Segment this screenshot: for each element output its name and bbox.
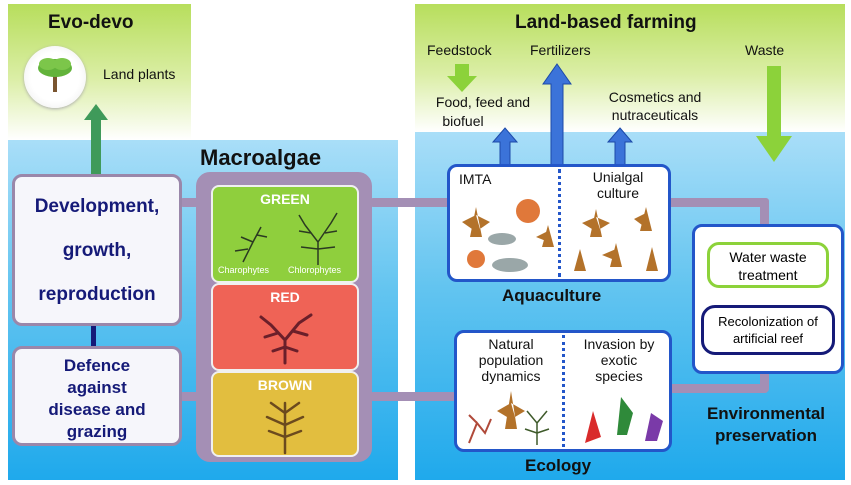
brown-algae-box: BROWN — [211, 371, 359, 457]
environmental-box: Water waste treatment Recolonization of … — [692, 224, 844, 374]
green-seaweed-icon — [234, 212, 338, 265]
chlorophytes-label: Chlorophytes — [288, 265, 342, 275]
tree-icon — [38, 58, 72, 92]
green-label: GREEN — [260, 191, 310, 207]
ecology-title: Ecology — [525, 456, 592, 475]
ecology-box: Natural population dynamics Invasion by … — [454, 330, 672, 452]
natural-line-3: dynamics — [481, 368, 541, 384]
defence-line-3: disease and — [48, 400, 146, 419]
ecology-organisms-icon — [468, 391, 663, 445]
invasion-line-1: Invasion by — [583, 336, 655, 352]
development-box: Development, growth, reproduction — [12, 174, 182, 326]
development-line-3: reproduction — [38, 284, 156, 305]
food-arrow — [491, 127, 519, 167]
environmental-title: Environmental preservation — [680, 403, 851, 447]
evo-devo-arrow — [84, 104, 108, 174]
waste-arrow — [756, 66, 792, 162]
defence-line-2: against — [67, 378, 127, 397]
cosmetics-line-1: Cosmetics and — [608, 89, 702, 105]
feedstock-label: Feedstock — [427, 42, 492, 58]
waste-label: Waste — [745, 42, 785, 58]
defence-box: Defence against disease and grazing — [12, 346, 182, 446]
macroalgae-title: Macroalgae — [200, 145, 322, 170]
green-algae-box: GREEN Charophytes Chlorophytes — [211, 185, 359, 283]
feedstock-arrow — [447, 64, 477, 92]
land-based-farming-title: Land-based farming — [515, 12, 697, 33]
recolonization-line-1: Recolonization of — [718, 314, 818, 329]
invasion-line-2: exotic — [600, 352, 638, 368]
evo-devo-title: Evo-devo — [48, 12, 134, 33]
aquaculture-box: IMTA Unialgal culture — [447, 164, 671, 282]
fertilizers-arrow — [542, 63, 572, 167]
charophytes-label: Charophytes — [218, 265, 270, 275]
red-seaweed-icon — [259, 313, 313, 365]
natural-population-label: Natural population dynamics — [463, 336, 559, 384]
food-line-1: Food, feed and — [435, 94, 531, 110]
food-feed-biofuel-label: Food, feed and biofuel — [418, 93, 548, 131]
red-algae-box: RED — [211, 283, 359, 371]
recolonization-line-2: artificial reef — [732, 331, 804, 346]
connector-aqua-env — [668, 198, 768, 207]
invasion-line-3: species — [595, 368, 643, 384]
connector-def-macro — [180, 392, 200, 401]
connector-green-aquaculture — [370, 198, 450, 207]
unialgal-line-1: Unialgal — [592, 169, 644, 185]
connector-aqua-env-v — [760, 198, 769, 232]
cosmetics-line-2: nutraceuticals — [611, 107, 699, 123]
fertilizers-label: Fertilizers — [530, 42, 591, 58]
invasion-label: Invasion by exotic species — [569, 336, 669, 384]
connector-brown-ecology — [370, 392, 456, 401]
defence-line-4: grazing — [66, 422, 128, 441]
aquaculture-divider — [558, 169, 561, 277]
brown-label: BROWN — [257, 377, 313, 393]
development-line-1: Development, — [34, 196, 160, 217]
water-waste-treatment-box: Water waste treatment — [707, 242, 829, 288]
development-line-2: growth, — [62, 240, 132, 261]
food-line-2: biofuel — [442, 113, 484, 129]
connector-eco-env — [668, 384, 768, 393]
defence-line-1: Defence — [63, 356, 131, 375]
aquaculture-title: Aquaculture — [502, 286, 602, 305]
water-waste-line-1: Water waste — [729, 249, 807, 265]
aquaculture-organisms-icon — [462, 199, 658, 272]
unialgal-line-2: culture — [596, 185, 640, 201]
cosmetics-label: Cosmetics and nutraceuticals — [580, 88, 730, 124]
cosmetics-arrow — [606, 127, 634, 167]
land-plant-icon — [24, 46, 86, 108]
environmental-line-2: preservation — [714, 426, 818, 445]
unialgal-label: Unialgal culture — [568, 169, 668, 201]
brown-seaweed-icon — [265, 401, 305, 455]
recolonization-box: Recolonization of artificial reef — [701, 305, 835, 355]
red-label: RED — [270, 289, 300, 305]
land-plants-label: Land plants — [103, 66, 176, 82]
natural-line-2: population — [478, 352, 544, 368]
connector-dev-macro — [180, 198, 200, 207]
ecology-divider — [562, 335, 565, 447]
connector-eco-env-v — [760, 364, 769, 392]
dev-defence-link — [91, 324, 96, 350]
imta-label: IMTA — [459, 171, 492, 187]
water-waste-line-2: treatment — [738, 267, 798, 283]
natural-line-1: Natural — [488, 336, 534, 352]
environmental-line-1: Environmental — [706, 404, 826, 423]
